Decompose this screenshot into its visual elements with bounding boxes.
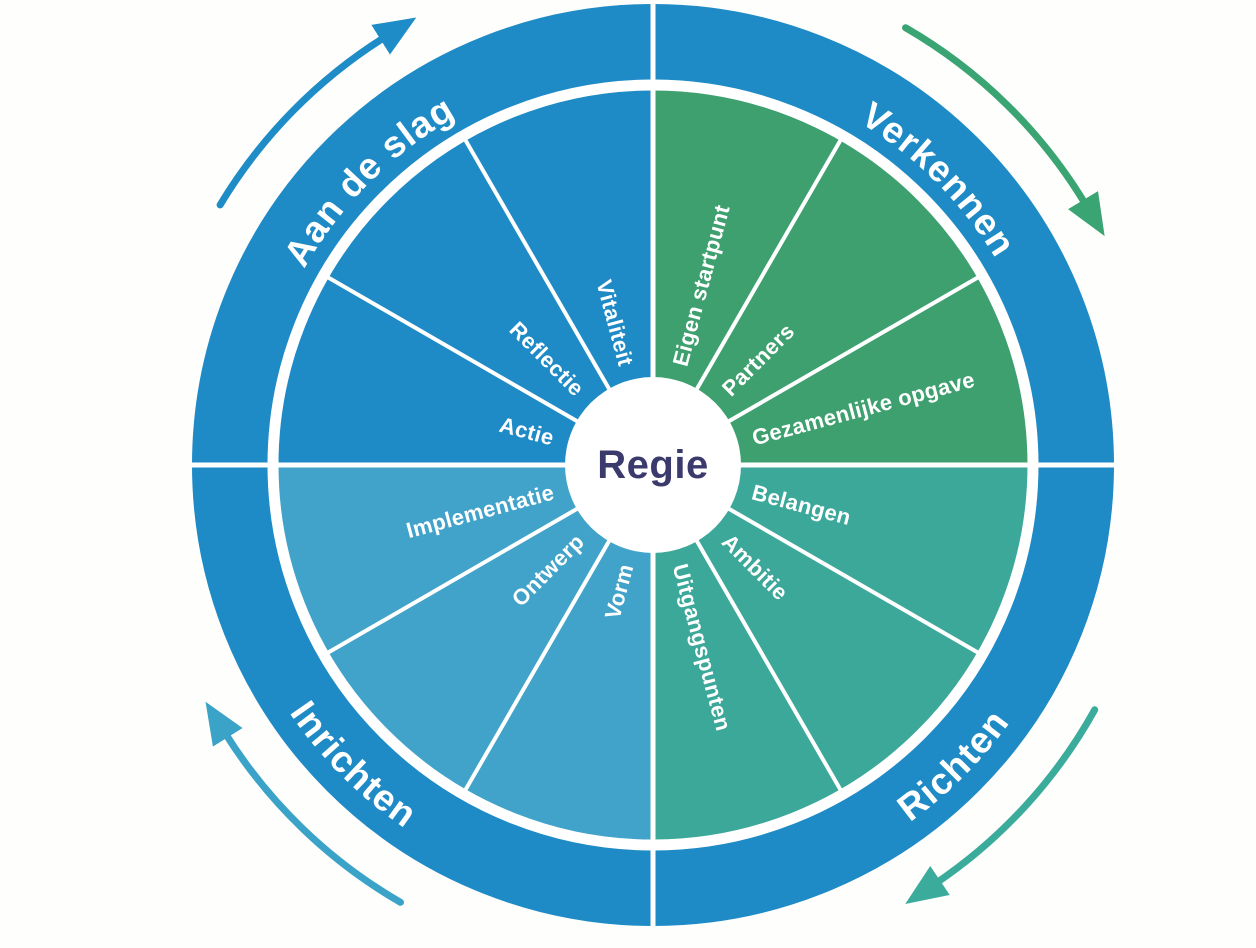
segment-divider xyxy=(324,274,580,424)
quadrant-sector-verkennen xyxy=(653,90,1028,465)
curved-arrow-icon-verkennen xyxy=(902,24,1105,237)
center-circle xyxy=(565,377,741,553)
segment-divider xyxy=(694,136,844,392)
quadrant-sector-aan-de-slag xyxy=(278,90,653,465)
segment-divider xyxy=(726,274,982,424)
segment-divider xyxy=(462,136,612,392)
segment-divider xyxy=(726,506,982,656)
cycle-arrows xyxy=(205,17,1105,906)
curved-arrow-icon-aan-de-slag xyxy=(216,17,417,209)
segment-divider xyxy=(694,538,844,794)
quadrant-sector-inrichten xyxy=(278,465,653,840)
quadrant-sector-richten xyxy=(653,465,1028,840)
center-label: Regie xyxy=(597,443,708,487)
quadrant-sectors xyxy=(278,90,1028,840)
curved-arrow-icon-inrichten xyxy=(205,701,404,906)
segment-divider xyxy=(462,538,612,794)
segment-divider xyxy=(324,506,580,656)
curved-arrow-icon-richten xyxy=(905,706,1099,904)
segment-dividers xyxy=(324,136,982,794)
